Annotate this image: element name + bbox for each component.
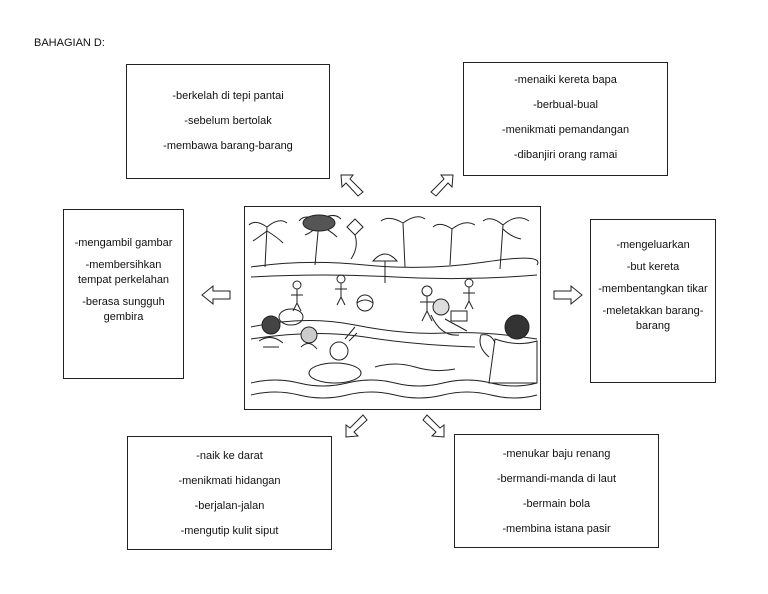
arrow-up-right-icon <box>430 174 454 197</box>
phrase: -meletakkan barang-barang <box>602 305 704 332</box>
phrase: -berasa sungguh gembira <box>82 296 165 323</box>
beach-scene-illustration <box>244 206 541 410</box>
phrase: -berbual-bual <box>533 99 598 111</box>
phrase: -mengambil gambar <box>74 237 173 249</box>
phrase: -berjalan-jalan <box>194 500 265 512</box>
phrase: -dibanjiri orang ramai <box>513 149 618 161</box>
phrase: -membawa barang-barang <box>163 140 293 152</box>
beach-scene-drawing <box>248 214 539 399</box>
arrow-down-left-icon <box>345 414 368 438</box>
arrow-down-right-icon <box>422 414 445 438</box>
phrase: -membentangkan tikar <box>598 283 708 295</box>
phrase: -menikmati pemandangan <box>501 124 630 136</box>
phrase: -berkelah di tepi pantai <box>172 90 284 102</box>
phrase-box-left: -mengambil gambar -membersihkan tempat p… <box>63 209 184 379</box>
phrase: -menaiki kereta bapa <box>514 74 617 86</box>
phrase-box-top-right: -menaiki kereta bapa -berbual-bual -meni… <box>463 62 668 176</box>
arrow-right-icon <box>553 284 583 306</box>
phrase: -menukar baju renang <box>502 448 611 460</box>
phrase: -menikmati hidangan <box>178 475 281 487</box>
phrase: -sebelum bertolak <box>184 115 272 127</box>
phrase-box-bottom-left: -naik ke darat -menikmati hidangan -berj… <box>127 436 332 550</box>
phrase-box-top-left: -berkelah di tepi pantai -sebelum bertol… <box>126 64 330 179</box>
phrase: -naik ke darat <box>196 450 263 462</box>
phrase: -membersihkan tempat perkelahan <box>77 259 170 286</box>
arrow-up-left-icon <box>340 174 364 197</box>
phrase: -mengeluarkan <box>616 239 690 251</box>
phrase: -bermain bola <box>522 498 591 510</box>
phrase: -but kereta <box>626 261 680 273</box>
phrase-box-right: -mengeluarkan -but kereta -membentangkan… <box>590 219 716 383</box>
phrase: -membina istana pasir <box>502 523 611 535</box>
arrow-left-icon <box>201 284 231 306</box>
phrase: -bermandi-manda di laut <box>496 473 617 485</box>
phrase-box-bottom-right: -menukar baju renang -bermandi-manda di … <box>454 434 659 548</box>
section-title: BAHAGIAN D: <box>34 37 105 49</box>
phrase: -mengutip kulit siput <box>180 525 279 537</box>
